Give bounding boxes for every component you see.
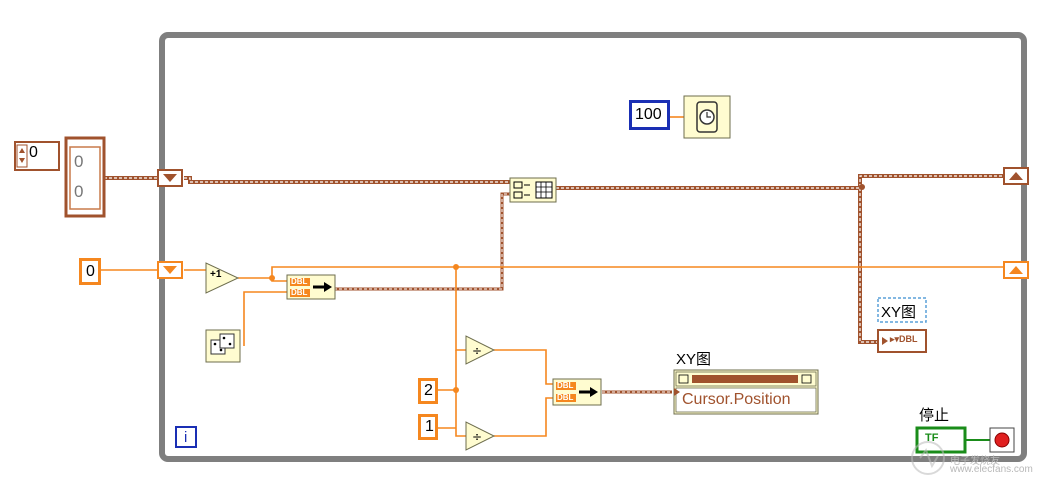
svg-text:÷: ÷: [472, 430, 482, 444]
divisor-b-constant[interactable]: 1: [418, 414, 438, 440]
build-array-node[interactable]: [509, 177, 557, 203]
divide-node-a[interactable]: ÷: [465, 335, 496, 365]
array-wire-inner: [104, 175, 1004, 343]
increment-node[interactable]: [205, 262, 240, 294]
shift-register-left-dbl[interactable]: [157, 261, 183, 279]
shift-register-right-dbl[interactable]: [1003, 261, 1029, 279]
array-element-2[interactable]: 0: [74, 182, 84, 201]
xy-graph-label: XY图: [881, 304, 917, 321]
bundle-a-input-1: DBL: [291, 277, 308, 286]
stop-condition-icon[interactable]: [989, 427, 1015, 453]
stop-terminal[interactable]: [915, 426, 990, 454]
bundle-b-input-2: DBL: [557, 393, 574, 402]
iteration-label: i: [184, 428, 188, 446]
xy-graph-terminal-text: ▸▾DBL: [890, 334, 918, 344]
random-number-node[interactable]: [205, 329, 241, 363]
shift-register-left-array[interactable]: [157, 169, 183, 187]
increment-label: +1: [210, 269, 222, 280]
bundle-node-a[interactable]: [286, 274, 336, 300]
property-node[interactable]: [673, 369, 819, 415]
bundle-b-input-1: DBL: [557, 381, 574, 390]
watermark-logo: [911, 441, 945, 475]
init-scalar-constant[interactable]: 0: [79, 258, 101, 285]
init-scalar-value: 0: [86, 262, 95, 280]
array-element-1[interactable]: 0: [74, 152, 84, 171]
while-loop-frame[interactable]: [159, 32, 1027, 462]
shift-register-right-array[interactable]: [1003, 167, 1029, 185]
divide-node-b[interactable]: ÷: [465, 421, 496, 451]
divisor-a-value: 2: [424, 382, 433, 399]
watermark-subtext: 电子发烧友: [950, 456, 1000, 467]
cluster-wire[interactable]: [334, 192, 672, 394]
bundle-a-input-2: DBL: [291, 288, 308, 297]
xy-graph-terminal[interactable]: [877, 297, 927, 353]
property-node-property[interactable]: Cursor.Position: [682, 391, 791, 408]
wait-ms-value: 100: [635, 106, 662, 123]
array-control-frame[interactable]: [14, 136, 106, 218]
property-node-label: XY图: [676, 351, 712, 368]
svg-text:÷: ÷: [472, 344, 482, 358]
divisor-a-constant[interactable]: 2: [418, 378, 438, 404]
wait-ms-node[interactable]: [683, 95, 731, 139]
array-index-value[interactable]: 0: [29, 144, 38, 161]
watermark-text: www.elecfans.com: [950, 464, 1033, 475]
divisor-b-value: 1: [425, 418, 434, 435]
stop-label: 停止: [919, 407, 950, 424]
dbl-wires[interactable]: [99, 116, 1004, 437]
stop-terminal-text: TF: [925, 432, 939, 444]
iteration-terminal[interactable]: i: [175, 426, 197, 448]
bundle-node-b[interactable]: [552, 378, 602, 406]
wait-ms-constant[interactable]: 100: [629, 100, 670, 130]
